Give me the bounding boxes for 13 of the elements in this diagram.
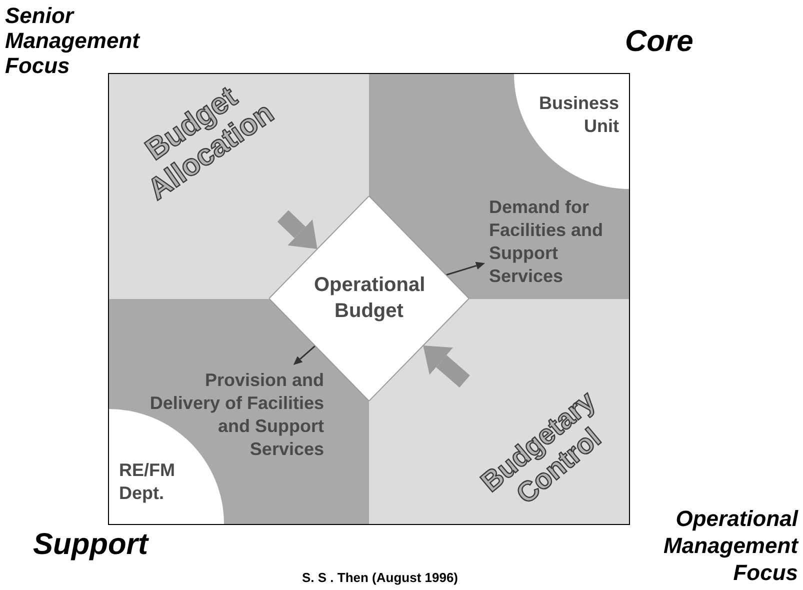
diamond-label: Operational Budget <box>314 273 424 324</box>
arrow <box>446 262 485 276</box>
block-arrow <box>277 210 318 249</box>
arrow <box>293 345 316 366</box>
sector-label: Business Unit <box>538 92 619 138</box>
quadrant-label: Demand for Facilities and Support Services <box>485 192 623 292</box>
corner-label: Core <box>625 25 694 59</box>
corner-label: Operational Management Focus <box>662 505 798 586</box>
corner-label: Senior Management Focus <box>5 3 142 78</box>
corner-label: Support <box>33 528 148 562</box>
sector-label: RE/FM Dept. <box>119 459 176 505</box>
caption: S. S . Then (August 1996) <box>300 570 460 585</box>
block-arrow <box>423 346 470 388</box>
